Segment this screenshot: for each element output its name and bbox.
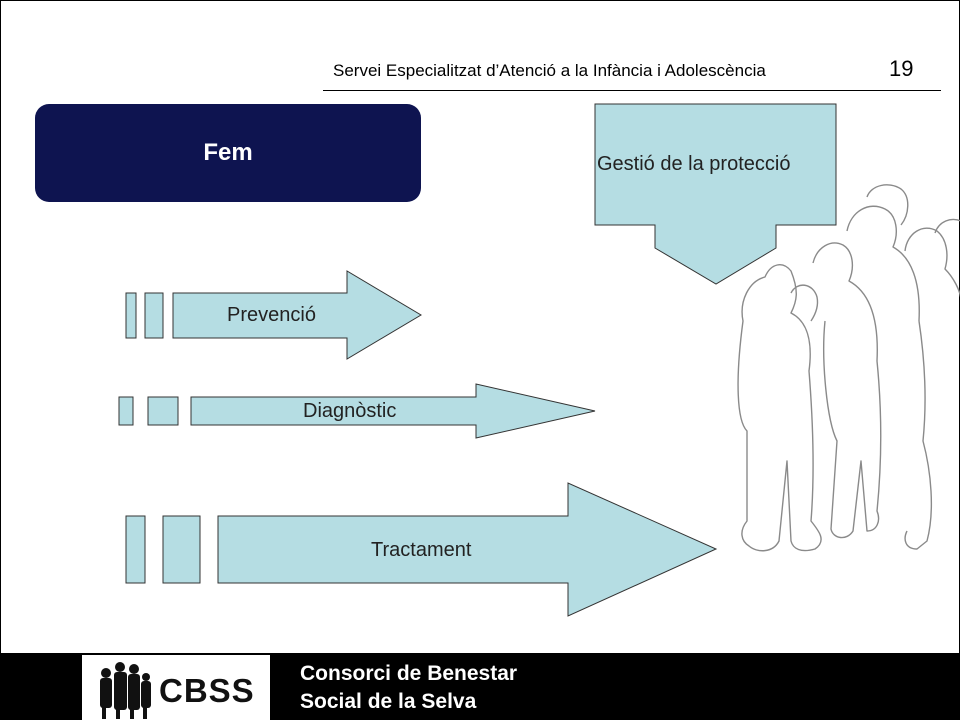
page-number: 19 <box>889 56 914 81</box>
diagnostic-arrow <box>190 383 596 439</box>
diagram-canvas <box>118 103 960 617</box>
prevencio-label: Prevenció <box>227 304 316 326</box>
header-title: Servei Especialitzat d’Atenció a la Infà… <box>333 61 766 80</box>
fem-label: Fem <box>203 139 253 166</box>
tractament-stripe-1 <box>125 515 146 584</box>
tractament-label: Tractament <box>371 539 472 561</box>
prevencio-stripe-2 <box>144 292 164 339</box>
diagnostic-stripe-2 <box>147 396 179 426</box>
people-silhouette-icon <box>737 184 960 552</box>
diagnostic-label: Diagnòstic <box>303 400 397 422</box>
diagnostic-stripe-1 <box>118 396 134 426</box>
fem-box: Fem <box>35 104 421 202</box>
tractament-arrow <box>217 482 718 617</box>
gestio-arrow <box>594 103 837 285</box>
org-name-line-2: Social de la Selva <box>300 690 477 713</box>
gestio-label: Gestió de la protecció <box>597 153 791 175</box>
tractament-stripe-2 <box>162 515 201 584</box>
prevencio-stripe-1 <box>125 292 137 339</box>
header-divider <box>323 90 941 91</box>
prevencio-arrow <box>172 270 422 360</box>
logo-text: CBSS <box>159 672 255 709</box>
org-name-line-1: Consorci de Benestar <box>300 662 518 685</box>
people-group-icon <box>100 662 151 719</box>
cbss-logo <box>82 655 270 720</box>
